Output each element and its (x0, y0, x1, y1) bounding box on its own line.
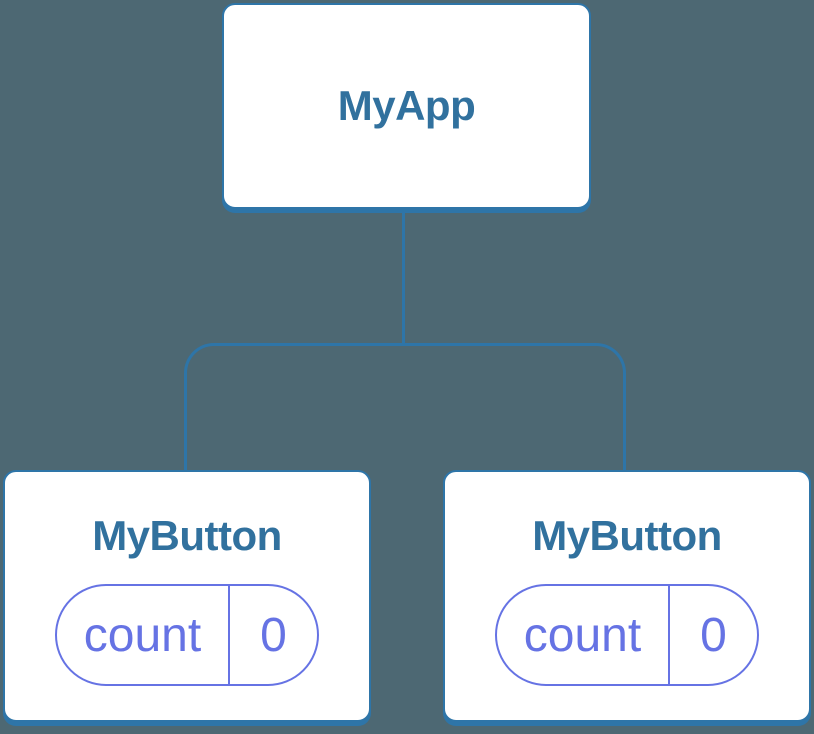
state-key-label: count (497, 586, 670, 685)
child-component-box-2: MyButton count 0 (443, 470, 811, 722)
child-component-label: MyButton (92, 512, 282, 559)
root-component-label: MyApp (337, 81, 476, 129)
state-value-label: 0 (260, 608, 287, 662)
state-value-label: 0 (700, 608, 727, 662)
root-connector-line (402, 209, 405, 344)
root-component-box: MyApp (222, 3, 591, 209)
state-pill: count 0 (55, 584, 319, 687)
child-component-label: MyButton (532, 512, 722, 559)
state-key-label: count (57, 586, 230, 685)
children-connector-bracket (184, 343, 626, 470)
state-pill: count 0 (495, 584, 759, 687)
child-component-box-1: MyButton count 0 (3, 470, 371, 722)
